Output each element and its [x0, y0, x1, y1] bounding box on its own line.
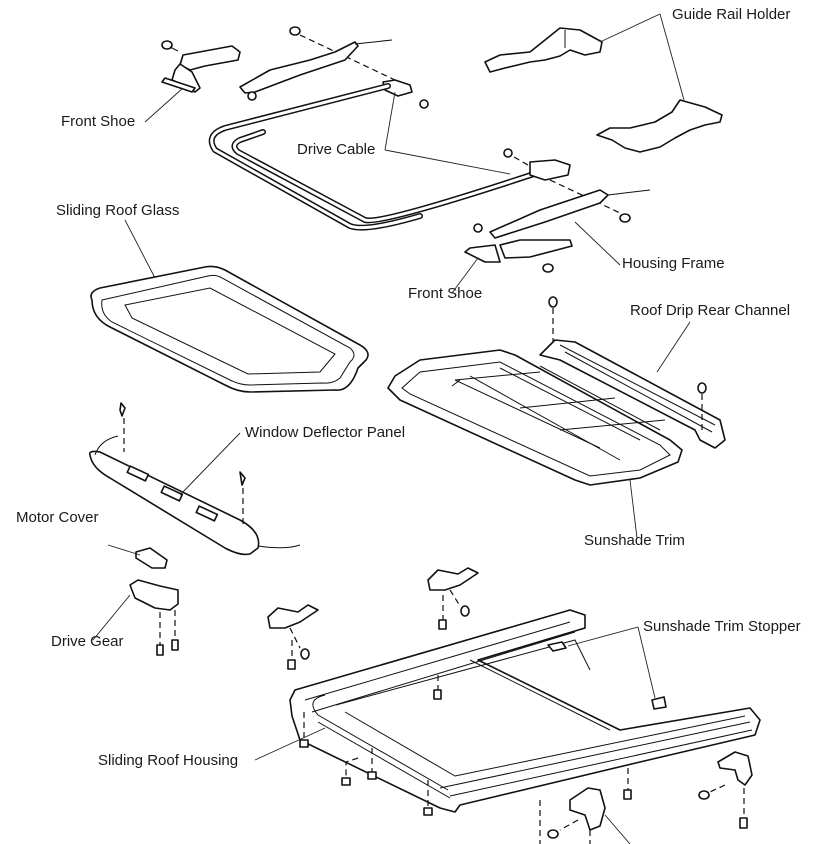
guide-rail-holder-lower-part: [596, 99, 723, 153]
roof-drip-rear-channel-part: [539, 296, 726, 449]
label-sliding-roof-housing: Sliding Roof Housing: [98, 752, 239, 769]
drive-cable-part: [208, 83, 543, 231]
housing-fasteners: [299, 675, 632, 816]
sliding-roof-housing-part: [289, 609, 761, 813]
label-sunshade-trim: Sunshade Trim: [584, 532, 685, 549]
sunshade-trim-part: [387, 349, 683, 486]
housing-bracket-lower-right: [698, 751, 753, 829]
leader-lines: [92, 13, 691, 844]
label-roof-drip-rear-channel: Roof Drip Rear Channel: [630, 302, 791, 319]
label-sunshade-trim-stopper: Sunshade Trim Stopper: [643, 618, 801, 635]
sunshade-trim-stopper-parts: [547, 641, 667, 710]
label-housing-frame: Housing Frame: [622, 255, 725, 272]
front-shoe-left-part: [161, 40, 241, 93]
guide-rail-holder-upper-part: [484, 27, 603, 73]
housing-frame-right-part: [464, 148, 651, 273]
drive-gear-part: [129, 579, 179, 656]
sliding-roof-glass-part: [90, 265, 369, 393]
label-front-shoe-left: Front Shoe: [61, 113, 136, 130]
label-window-deflector-panel: Window Deflector Panel: [245, 424, 406, 441]
motor-cover-part: [135, 547, 168, 569]
housing-bracket-upper-center: [427, 567, 479, 630]
label-guide-rail-holder: Guide Rail Holder: [672, 6, 791, 23]
label-drive-cable: Drive Cable: [297, 141, 376, 158]
housing-bracket-upper-left: [267, 604, 319, 670]
housing-bracket-lower-center: [539, 787, 606, 844]
label-sliding-roof-glass: Sliding Roof Glass: [56, 202, 180, 219]
label-motor-cover: Motor Cover: [16, 509, 99, 526]
window-deflector-panel-part: [88, 402, 301, 556]
housing-frame-left-part: [239, 26, 429, 109]
label-front-shoe-right: Front Shoe: [408, 285, 483, 302]
label-drive-gear: Drive Gear: [51, 633, 124, 650]
